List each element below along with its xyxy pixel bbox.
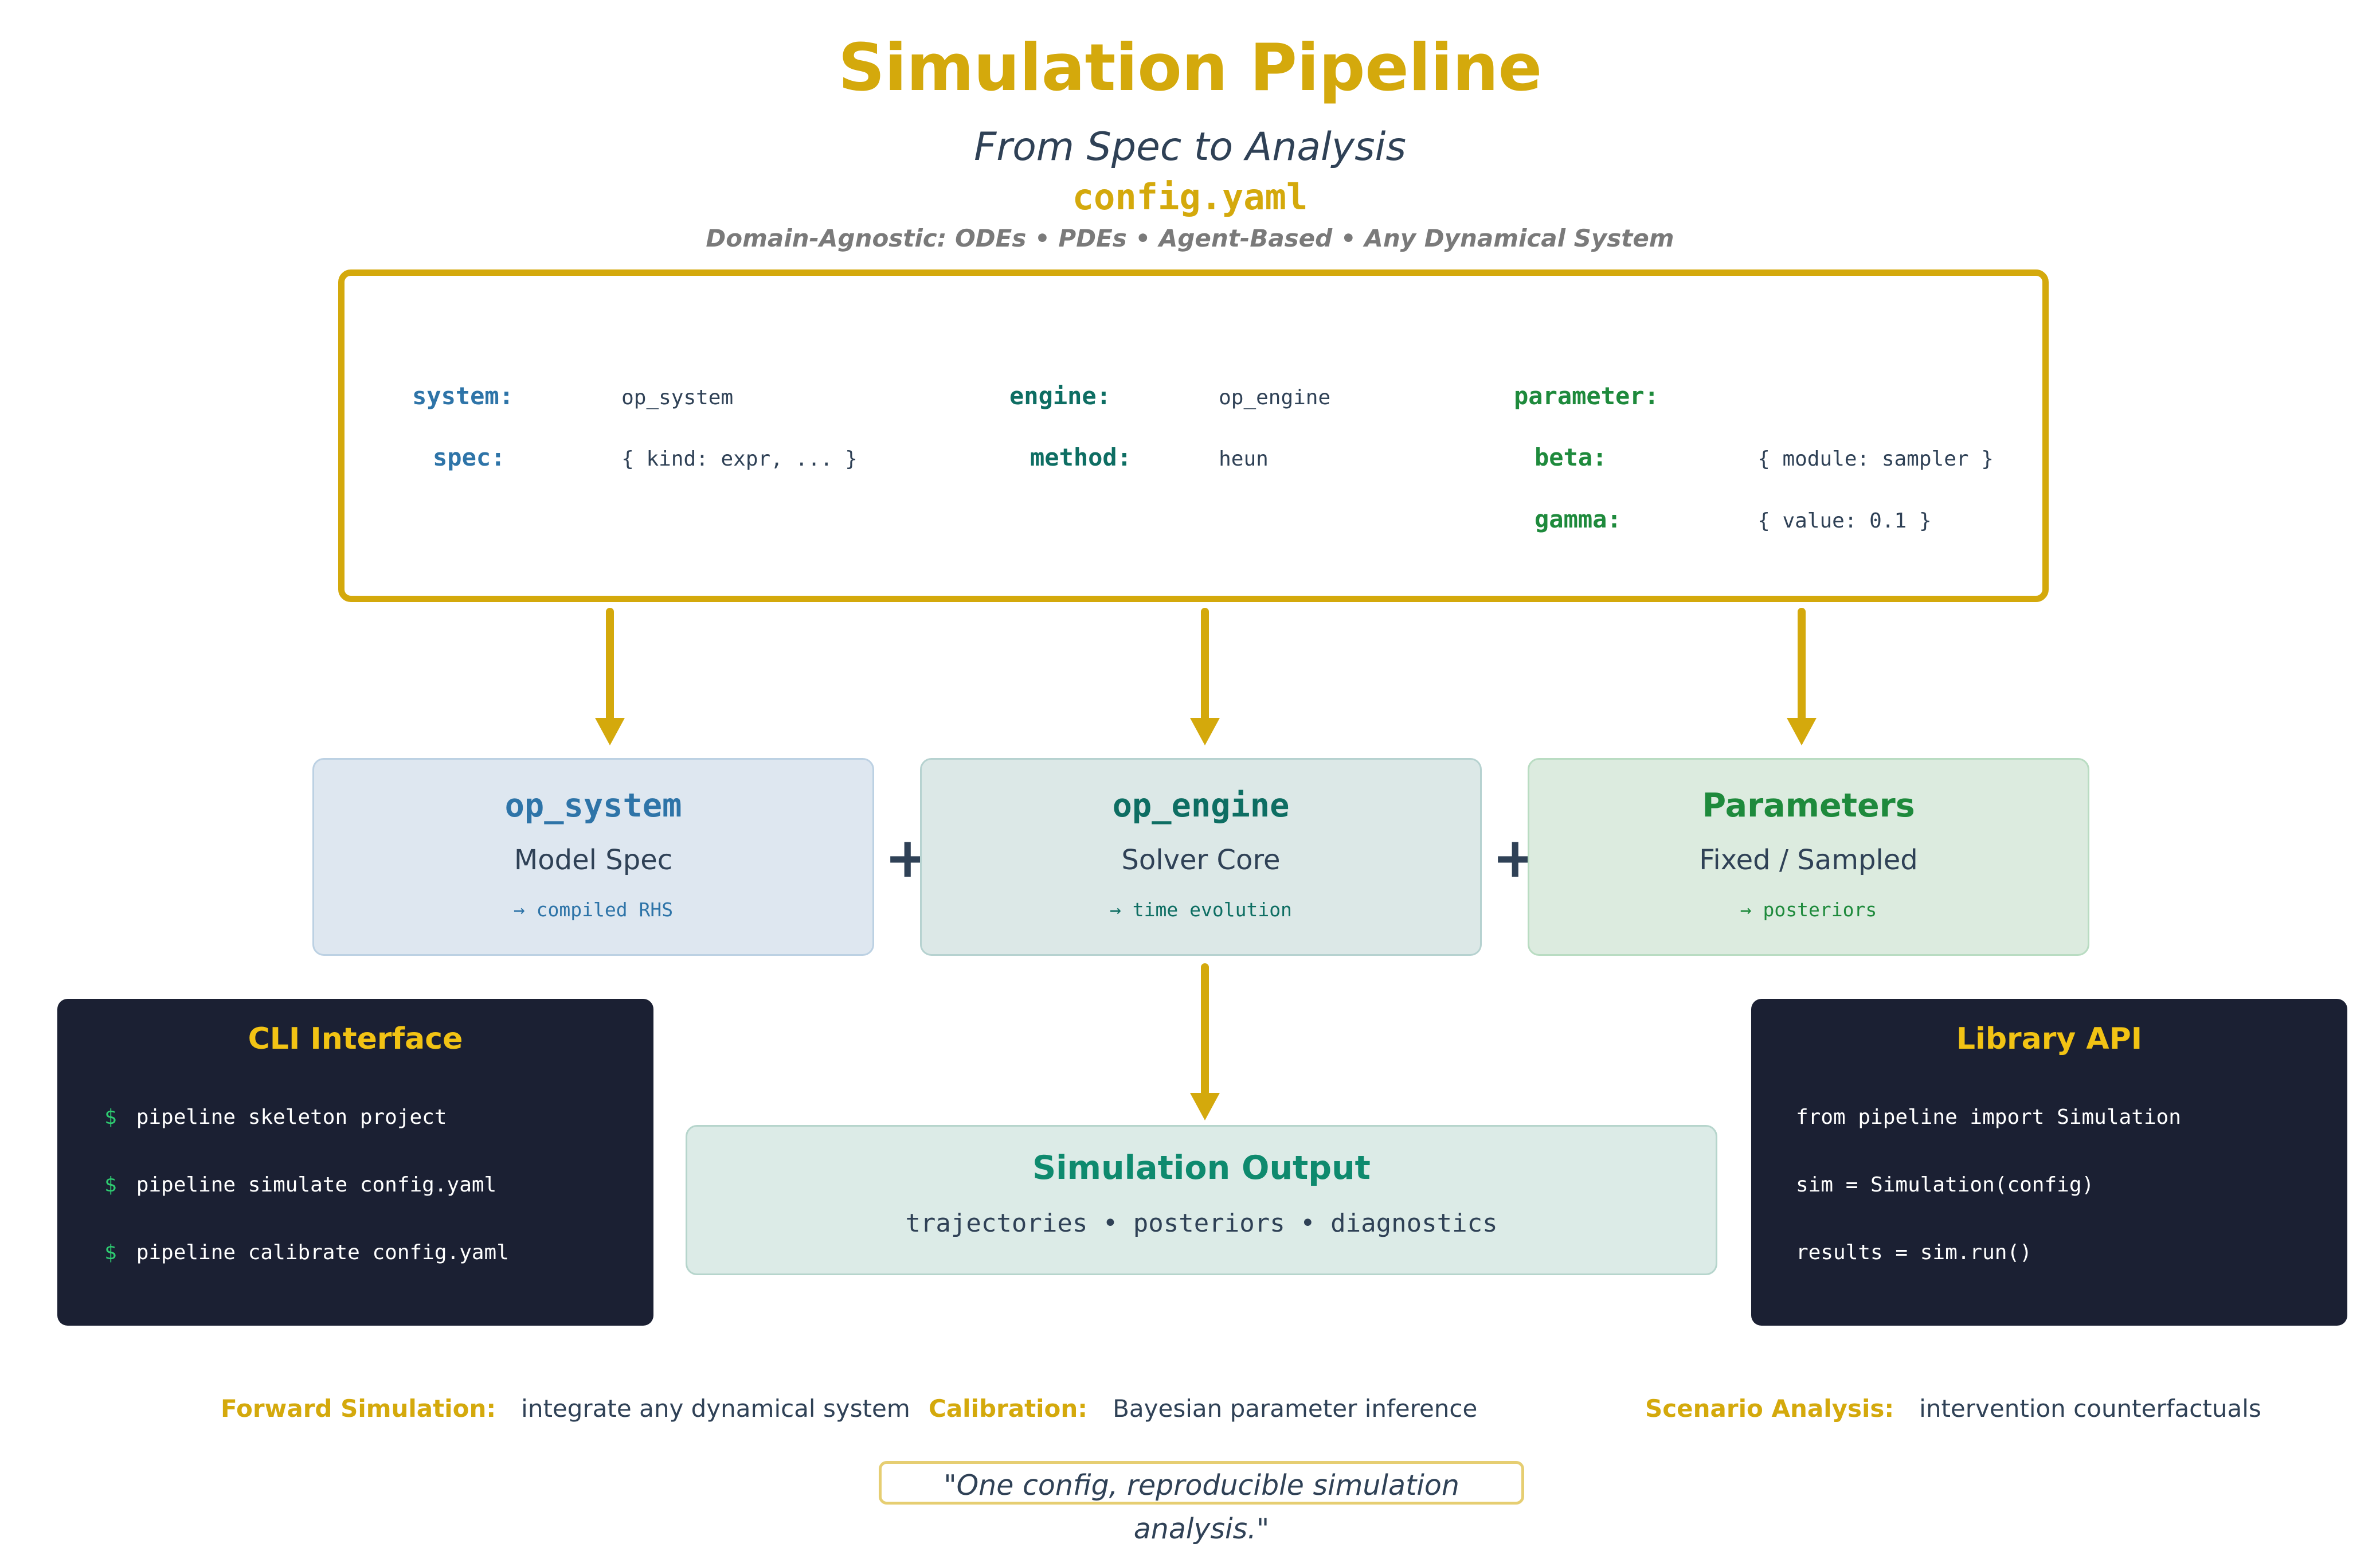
config-value-engine: op_engine <box>1219 386 1331 409</box>
feature-text-1: Bayesian parameter inference <box>1113 1394 1478 1423</box>
simulation-output-box[interactable]: Simulation Output trajectories • posteri… <box>686 1125 1717 1275</box>
config-value-gamma: { value: 0.1 } <box>1757 509 1932 533</box>
config-value-method: heun <box>1219 447 1269 471</box>
config-row-gamma: gamma: { value: 0.1 } <box>1535 505 1932 533</box>
config-filename: config.yaml <box>1072 176 1308 218</box>
feature-label-2: Scenario Analysis: <box>1645 1394 1894 1423</box>
feature-text-0: integrate any dynamical system <box>521 1394 910 1423</box>
cli-command-row-1: $ pipeline simulate config.yaml <box>104 1173 496 1197</box>
cli-command-1: pipeline simulate config.yaml <box>136 1173 497 1197</box>
component-note-op-engine: → time evolution <box>1110 898 1292 921</box>
feature-text-2: intervention counterfactuals <box>1919 1394 2261 1423</box>
cli-command-row-0: $ pipeline skeleton project <box>104 1105 447 1129</box>
config-key-parameter: parameter: <box>1514 382 1659 410</box>
footer-quote-box: "One config, reproducible simulation ana… <box>879 1461 1524 1545</box>
footer-quote-text: "One config, reproducible simulation ana… <box>944 1469 1459 1545</box>
feature-label-1: Calibration: <box>929 1394 1088 1423</box>
shell-prompt-icon: $ <box>104 1105 117 1129</box>
library-api-panel: Library API from pipeline import Simulat… <box>1751 999 2347 1326</box>
component-title-op-system: op_system <box>504 787 682 825</box>
config-row-system: system: op_system <box>412 382 733 410</box>
cli-panel-title: CLI Interface <box>248 1022 463 1056</box>
config-key-method: method: <box>1030 443 1132 471</box>
component-title-parameters: Parameters <box>1702 787 1915 825</box>
shell-prompt-icon: $ <box>104 1241 117 1264</box>
component-note-parameters: → posteriors <box>1740 898 1877 921</box>
config-key-engine: engine: <box>1009 382 1111 410</box>
feature-forward-simulation: Forward Simulation: integrate any dynamic… <box>221 1394 910 1423</box>
page-subtitle: From Spec to Analysis <box>974 124 1406 170</box>
component-subtitle-op-engine: Solver Core <box>1121 844 1281 876</box>
component-box-op-engine[interactable]: op_engine Solver Core → time evolution <box>920 758 1482 956</box>
config-key-gamma: gamma: <box>1535 505 1622 533</box>
config-row-method: method: heun <box>1030 443 1269 471</box>
component-box-parameters[interactable]: Parameters Fixed / Sampled → posteriors <box>1528 758 2089 956</box>
config-value-beta: { module: sampler } <box>1757 447 1994 471</box>
feature-scenario-analysis: Scenario Analysis: intervention counterfa… <box>1645 1394 2261 1423</box>
simulation-output-subtitle: trajectories • posteriors • diagnostics <box>905 1209 1498 1238</box>
component-subtitle-op-system: Model Spec <box>514 844 673 876</box>
feature-calibration: Calibration: Bayesian parameter inference <box>929 1394 1477 1423</box>
config-yaml-box: system: op_system spec: { kind: expr, ..… <box>338 269 2049 602</box>
component-box-op-system[interactable]: op_system Model Spec → compiled RHS <box>312 758 874 956</box>
cli-command-row-2: $ pipeline calibrate config.yaml <box>104 1241 509 1264</box>
header-tagline: Domain-Agnostic: ODEs • PDEs • Agent-Bas… <box>706 224 1674 252</box>
shell-prompt-icon: $ <box>104 1173 117 1197</box>
config-row-parameter: parameter: <box>1514 382 1757 410</box>
page-header: Simulation Pipeline From Spec to Analysi… <box>0 0 2380 251</box>
api-code-line-1: sim = Simulation(config) <box>1796 1173 2095 1197</box>
api-code-line-2: results = sim.run() <box>1796 1241 2032 1264</box>
config-row-beta: beta: { module: sampler } <box>1535 443 1994 471</box>
feature-label-0: Forward Simulation: <box>221 1394 496 1423</box>
config-key-spec: spec: <box>433 443 506 471</box>
component-note-op-system: → compiled RHS <box>513 898 674 921</box>
component-subtitle-parameters: Fixed / Sampled <box>1699 844 1918 876</box>
api-code-line-0: from pipeline import Simulation <box>1796 1105 2181 1129</box>
config-key-system: system: <box>412 382 514 410</box>
api-panel-title: Library API <box>1956 1022 2143 1056</box>
cli-command-2: pipeline calibrate config.yaml <box>136 1241 509 1264</box>
config-value-spec: { kind: expr, ... } <box>621 447 858 471</box>
config-row-spec: spec: { kind: expr, ... } <box>433 443 858 471</box>
cli-interface-panel: CLI Interface $ pipeline skeleton project… <box>57 999 653 1326</box>
config-value-system: op_system <box>621 386 734 409</box>
component-title-op-engine: op_engine <box>1112 787 1290 825</box>
cli-command-0: pipeline skeleton project <box>136 1105 447 1129</box>
config-key-beta: beta: <box>1535 443 1607 471</box>
simulation-output-title: Simulation Output <box>1032 1149 1371 1187</box>
config-row-engine: engine: op_engine <box>1009 382 1330 410</box>
page-title: Simulation Pipeline <box>838 30 1542 106</box>
